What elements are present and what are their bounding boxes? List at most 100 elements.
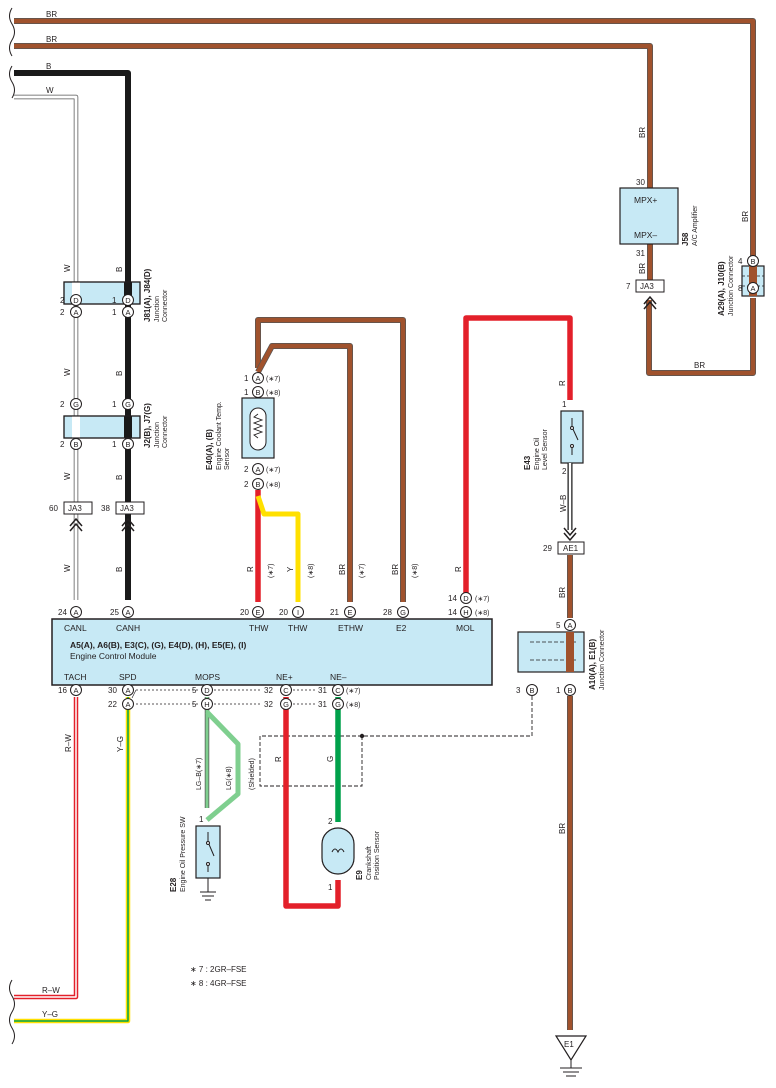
pin-ecm-neminus-8: G <box>332 698 344 710</box>
pin-a29-8: A <box>747 282 759 294</box>
wire-label-w-4: W <box>63 564 72 572</box>
ja3-b-label: JA3 <box>120 504 134 513</box>
pin-ecm-ethw: E <box>344 606 356 618</box>
pin-e40-2-8: B <box>252 478 264 490</box>
pin-letter: A <box>125 608 130 617</box>
spd-leader <box>131 689 137 699</box>
ecm-pin-14a: 14 <box>448 594 457 603</box>
pin-e40-2-7: A <box>252 463 264 475</box>
pin-ecm-thw2: I <box>292 606 304 618</box>
e9-code: E9 <box>355 870 364 880</box>
break-mark-2 <box>9 65 15 99</box>
pin-letter: D <box>73 296 79 305</box>
ecm-pin-25: 25 <box>110 608 119 617</box>
pin-letter: E <box>255 608 260 617</box>
pin-ecm-thw1: E <box>252 606 264 618</box>
wire-label-lgb7: LG–B(∗7) <box>196 758 203 790</box>
a29-code: A29(A), J10(B) <box>717 261 726 316</box>
pin-e40-1-8: B <box>252 386 264 398</box>
wire-br-1 <box>14 18 756 376</box>
pin-a10-3: B <box>526 684 538 696</box>
wire-label-w-top: W <box>46 86 54 95</box>
wire-label-w-3: W <box>63 472 72 480</box>
pin-j81-w-top: D <box>70 294 82 306</box>
wire-label-yg-vert: Y–G <box>116 736 125 752</box>
wire-e40-br-inner <box>255 343 353 602</box>
pin-a10-5: A <box>564 619 576 631</box>
wire-label-r-mol: R <box>454 566 463 572</box>
pin-letter: G <box>283 700 289 709</box>
j58-mpx-minus: MPX– <box>634 230 657 240</box>
a10-pin-1: 1 <box>556 686 561 695</box>
e40-pin-2b: 2 <box>244 480 249 489</box>
pin-ecm-e2: G <box>397 606 409 618</box>
chevron-icon-ja3-w <box>69 517 83 532</box>
pin-letter: A <box>255 465 260 474</box>
wire-label-w-2: W <box>63 368 72 376</box>
ecm-term-canl: CANL <box>64 623 87 633</box>
ecm-pin-20b: 20 <box>279 608 288 617</box>
pin-ecm-tach: A <box>70 684 82 696</box>
wire-label-br1: BR <box>46 10 57 19</box>
j81-code: J81(A), J84(D) <box>143 268 152 322</box>
ecm-term-mol: MOL <box>456 623 475 633</box>
ecm-term-canh: CANH <box>116 623 140 633</box>
pin-j2-w-top: G <box>70 398 82 410</box>
pin-letter: A <box>750 284 755 293</box>
ecm-pin-30: 30 <box>108 686 117 695</box>
pin-num-j81-w-bot: 2 <box>60 308 65 317</box>
ja3-b-pin: 38 <box>101 504 110 513</box>
wire-e40-yellow <box>255 495 301 602</box>
wire-label-rw: R–W <box>42 986 60 995</box>
pin-letter: B <box>567 686 572 695</box>
wire-b <box>14 70 131 600</box>
note-v7: ∗ 7 : 2GR–FSE <box>190 965 247 974</box>
pin-num-j2-w-bot: 2 <box>60 440 65 449</box>
e40-v8-top: (∗8) <box>266 390 280 397</box>
ecm-pin-32a: 32 <box>264 686 273 695</box>
pin-letter: A <box>255 374 260 383</box>
ecm-mol-v7: (∗7) <box>475 596 489 603</box>
ja3-w-pin: 60 <box>49 504 58 513</box>
a29-pin-4: 4 <box>738 257 743 266</box>
wire-label-b-1: B <box>115 267 124 272</box>
wire-label-r-ne: R <box>274 756 283 762</box>
pin-letter: G <box>125 400 131 409</box>
pin-letter: A <box>73 686 78 695</box>
e43-pin-1: 1 <box>562 400 567 409</box>
connector-j81 <box>63 281 141 305</box>
j2-code: J2(B), J7(G) <box>143 403 152 448</box>
wire-br-2 <box>14 43 653 280</box>
pin-letter: B <box>529 686 534 695</box>
e9-sensor <box>321 827 355 875</box>
pin-ecm-canl: A <box>70 606 82 618</box>
pin-letter: B <box>750 257 755 266</box>
ground-e1-label: E1 <box>564 1040 574 1049</box>
e43-code: E43 <box>523 455 532 470</box>
j58-mpx-plus: MPX+ <box>634 195 657 205</box>
wire-label-r-e43: R <box>558 380 567 386</box>
pin-letter: B <box>73 440 78 449</box>
e40-name-1: Engine Coolant Temp. <box>216 401 223 470</box>
ecm-pin-14b: 14 <box>448 608 457 617</box>
pin-num-j2-b-top: 1 <box>112 400 117 409</box>
ecm-term-thw-1: THW <box>249 623 268 633</box>
e9-pin-2: 2 <box>328 817 333 826</box>
ja3-b <box>115 501 145 515</box>
ecm-pin-32b: 32 <box>264 700 273 709</box>
wire-lg <box>204 697 241 822</box>
pin-letter: I <box>297 608 299 617</box>
pin-letter: E <box>347 608 352 617</box>
wire-label-b-4: B <box>115 567 124 572</box>
e40-pin-1a: 1 <box>244 374 249 383</box>
ae1-box <box>557 541 585 555</box>
pin-num-j81-b-top: 1 <box>112 296 117 305</box>
ecm-term-spd: SPD <box>119 672 136 682</box>
ja3-j58-label: JA3 <box>640 282 654 291</box>
wire-label-b-3: B <box>115 475 124 480</box>
wire-label-br-j58-bot: BR <box>638 263 647 274</box>
wire-label-br-e1: BR <box>558 823 567 834</box>
pin-num-j81-b-bot: 1 <box>112 308 117 317</box>
e40-v7-top: (∗7) <box>266 376 280 383</box>
